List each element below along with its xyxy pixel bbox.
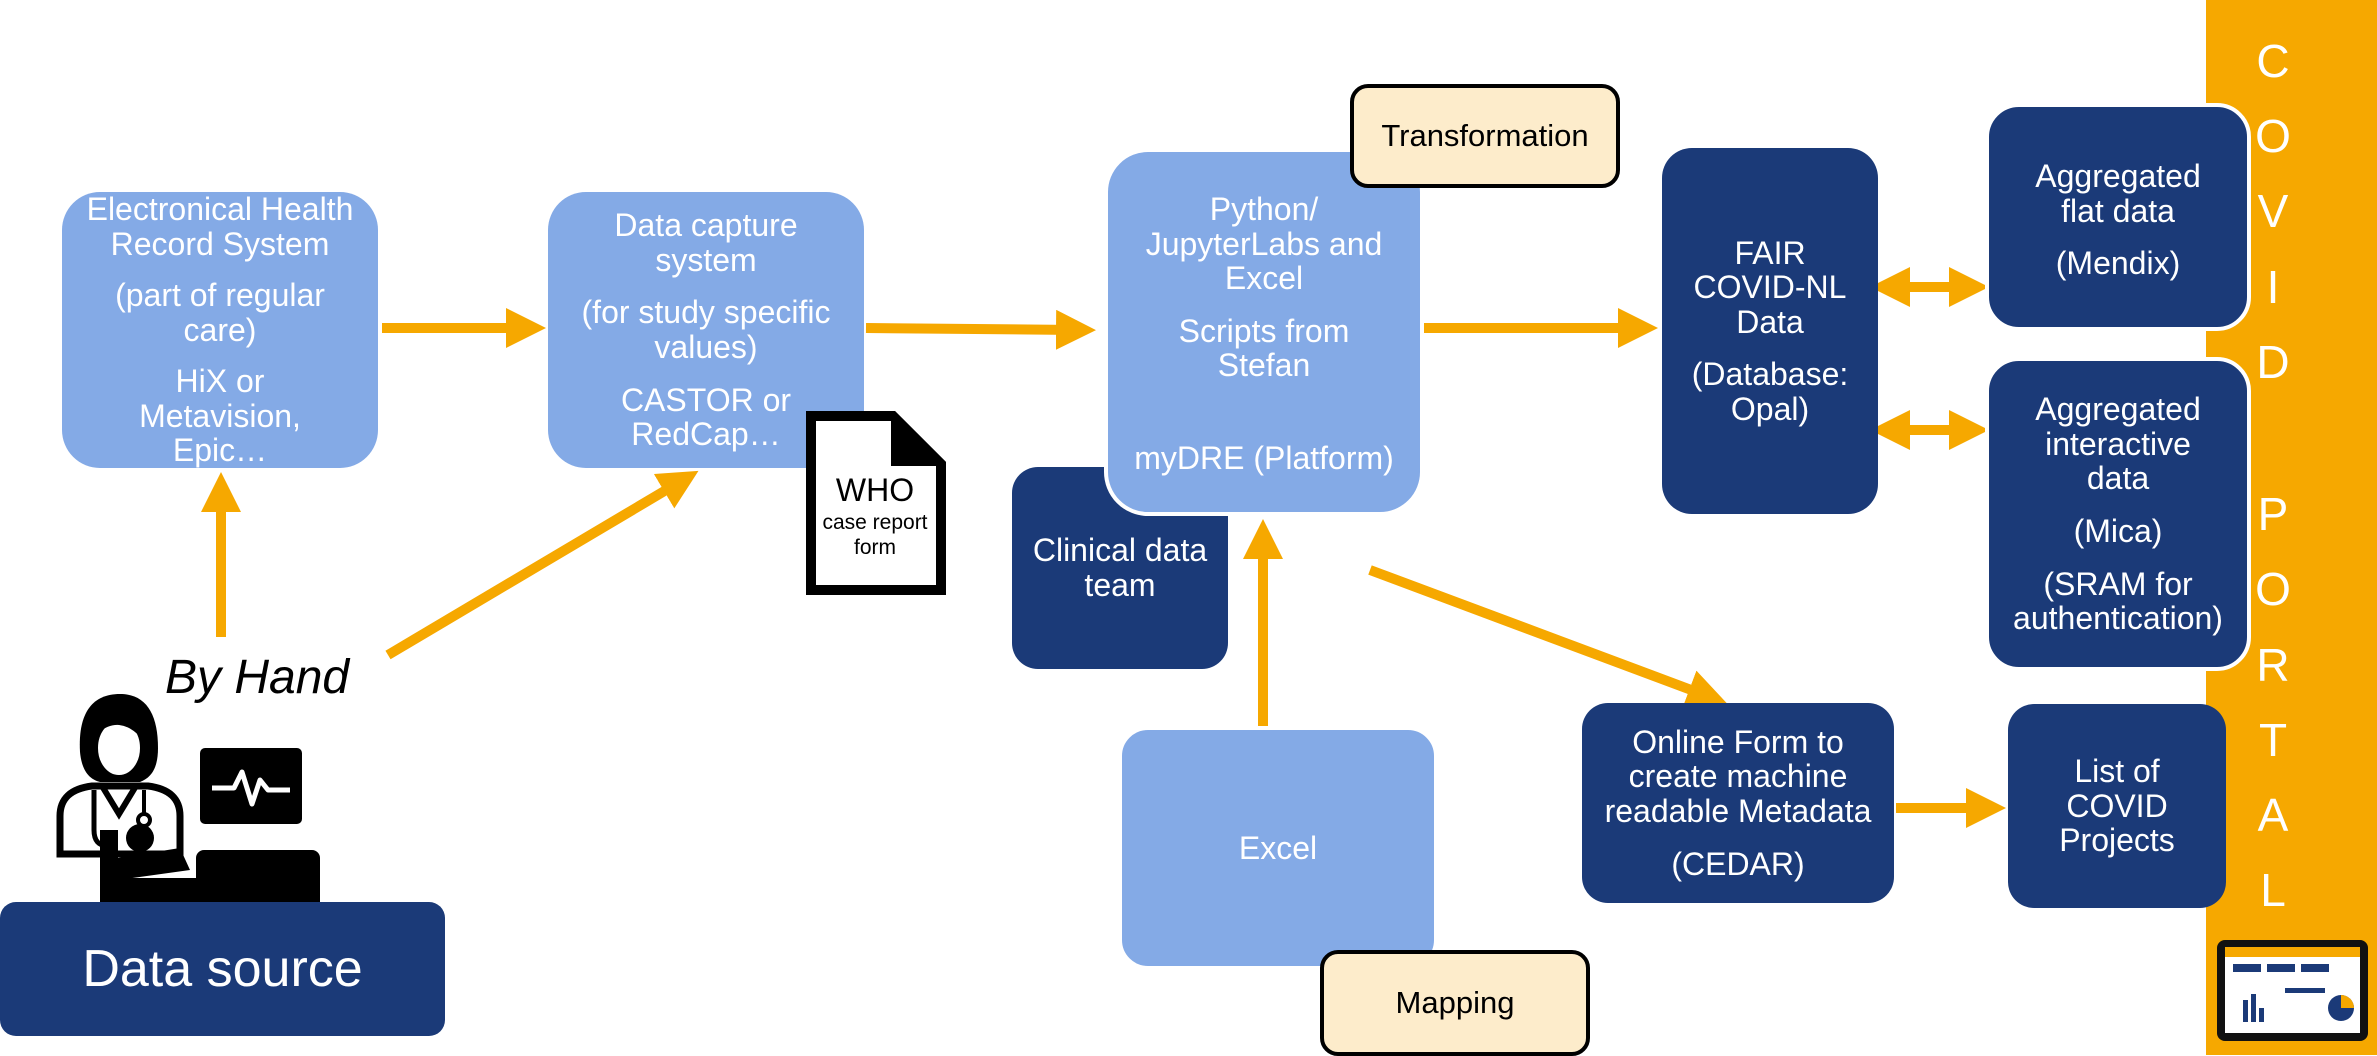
fair-subtitle: (Database: Opal) [1691, 356, 1849, 427]
python-title: Python/ JupyterLabs and Excel [1145, 191, 1383, 297]
transformation-note: Transformation [1350, 84, 1620, 188]
excel-label: Excel [1238, 829, 1318, 866]
interactive-auth: (SRAM for authentication) [2013, 565, 2223, 637]
mapping-note: Mapping [1320, 950, 1590, 1056]
portal-letter: A [2257, 789, 2289, 841]
aggregated-flat-data-box: Aggregated flat data (Mendix) [1985, 103, 2251, 331]
tablet-dashboard-icon [2217, 940, 2368, 1041]
portal-letter: D [2256, 336, 2290, 388]
portal-letter: I [2266, 261, 2280, 313]
portal-letter: P [2257, 488, 2289, 540]
portal-letter: V [2257, 185, 2289, 237]
document-icon [806, 411, 946, 595]
excel-box: Excel [1118, 726, 1438, 970]
portal-letter: R [2256, 639, 2290, 691]
arrow-capture-to-python [865, 309, 1096, 350]
portal-letter: C [2256, 35, 2290, 87]
flat-title: Aggregated flat data [2035, 158, 2201, 229]
covid-projects-box: List of COVID Projects [2008, 704, 2226, 908]
portal-letter: T [2258, 714, 2288, 766]
who-title: WHO [835, 472, 915, 508]
portal-letter: O [2255, 563, 2291, 615]
ehr-subtitle: (part of regular care) [115, 277, 325, 348]
by-hand-label: By Hand [165, 651, 350, 704]
arrow-python-to-online-form [1368, 565, 1727, 709]
clinical-label: Clinical data team [1032, 532, 1208, 603]
online-form-box: Online Form to create machine readable M… [1582, 703, 1894, 903]
heart-monitor-icon [200, 748, 302, 824]
python-scripts: Scripts from Stefan [1178, 312, 1350, 384]
data-source-box: Data source [0, 902, 445, 1036]
ehr-system-box: Electronical Health Record System (part … [62, 192, 378, 468]
ehr-title: Electronical Health Record System [86, 191, 354, 262]
capture-subtitle: (for study specific values) [581, 294, 831, 365]
arrow-source-to-capture [385, 470, 699, 660]
data-capture-box: Data capture system (for study specific … [548, 192, 864, 468]
interactive-title: Aggregated interactive data [2035, 391, 2201, 497]
online-form-subtitle: (CEDAR) [1671, 845, 1805, 882]
python-jupyter-box: Python/ JupyterLabs and Excel Scripts fr… [1104, 148, 1424, 516]
fair-covid-data-box: FAIR COVID-NL Data (Database: Opal) [1662, 148, 1878, 514]
fair-title: FAIR COVID-NL Data [1693, 234, 1847, 340]
ehr-examples: HiX or Metavision, Epic… [139, 363, 301, 469]
interactive-subtitle: (Mica) [2073, 513, 2163, 549]
portal-letter: O [2255, 110, 2291, 162]
who-subtitle: case report form [822, 511, 928, 560]
projects-label: List of COVID Projects [2059, 753, 2175, 859]
python-platform: myDRE (Platform) [1134, 439, 1394, 476]
data-source-label: Data source [82, 940, 363, 998]
online-form-title: Online Form to create machine readable M… [1604, 723, 1872, 829]
capture-title: Data capture system [614, 207, 798, 278]
aggregated-interactive-data-box: Aggregated interactive data (Mica) (SRAM… [1985, 357, 2251, 671]
portal-letter: L [2260, 864, 2286, 916]
flat-subtitle: (Mendix) [2055, 245, 2181, 282]
capture-examples: CASTOR or RedCap… [620, 381, 792, 453]
